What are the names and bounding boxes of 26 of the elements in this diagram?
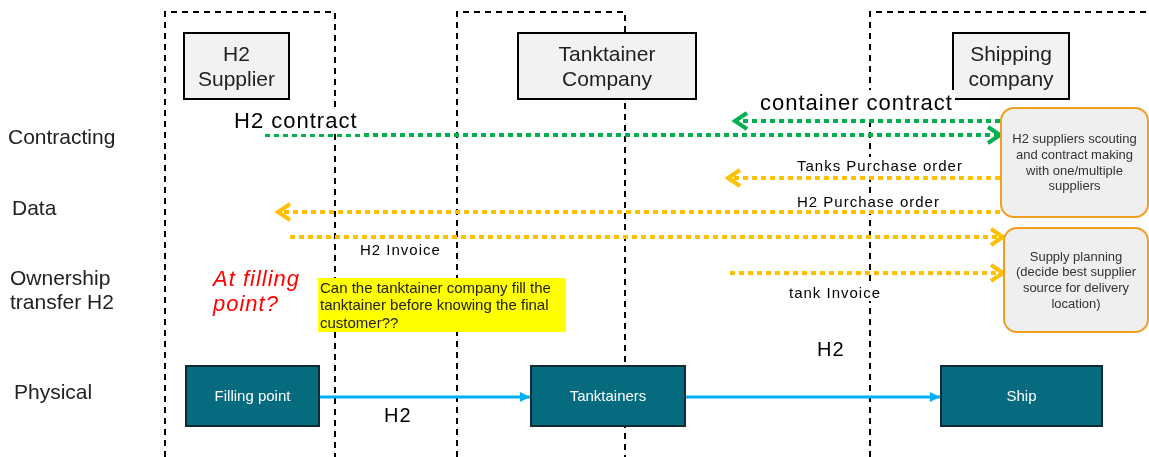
edge-label: H2 Purchase order: [795, 193, 942, 210]
note-text: At filling point?: [213, 266, 302, 317]
process-box: Filling point: [185, 365, 320, 427]
actor-box: Tanktainer Company: [517, 32, 697, 100]
highlighted-note: Can the tanktainer company fill the tanktainer before knowing the final customer??: [318, 278, 566, 332]
note-box: Supply planning (decide best supplier source for delivery location): [1003, 227, 1149, 333]
note-box: H2 suppliers scouting and contract making with one/multiple suppliers: [1000, 107, 1149, 218]
process-box: Tanktainers: [530, 365, 686, 427]
arrow: [290, 227, 1005, 247]
row-label: Ownership transfer H2: [10, 266, 115, 315]
edge-label: H2 Invoice: [358, 241, 443, 258]
row-label: Contracting: [8, 125, 116, 150]
edge-label: Tanks Purchase order: [795, 157, 965, 174]
arrow: [686, 392, 940, 402]
process-box: Ship: [940, 365, 1103, 427]
arrow: [733, 111, 1000, 131]
arrow: [276, 202, 1000, 222]
row-label: Data: [12, 196, 57, 221]
arrow: [730, 263, 1005, 283]
arrow: [726, 168, 1000, 188]
actor-box: Shipping company: [952, 32, 1070, 100]
edge-label: container contract: [758, 90, 955, 116]
arrow: [265, 125, 1002, 145]
row-label: Physical: [14, 380, 93, 405]
arrow: [320, 392, 530, 402]
actor-box: H2 Supplier: [183, 32, 290, 100]
